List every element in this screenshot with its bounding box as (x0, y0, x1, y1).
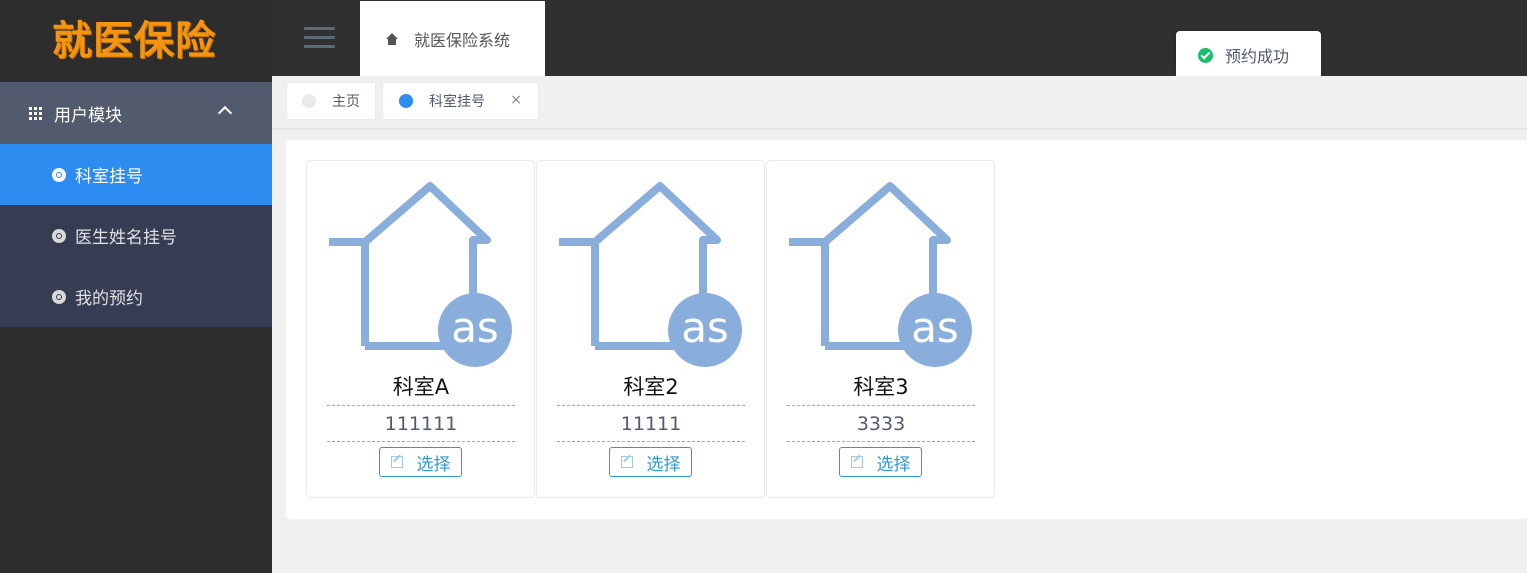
department-name: 科室A (327, 371, 515, 406)
aperture-icon (52, 167, 66, 182)
tab-home[interactable]: 主页 (286, 82, 376, 120)
sidebar-item-doctor-registration[interactable]: 医生姓名挂号 (0, 205, 272, 266)
select-button[interactable]: 选择 (379, 447, 462, 477)
tab-department-registration[interactable]: 科室挂号 × (382, 82, 539, 120)
check-circle-icon (1198, 47, 1213, 63)
department-name: 科室3 (787, 371, 975, 406)
tab-label: 主页 (332, 94, 360, 110)
submenu: 科室挂号 医生姓名挂号 我的预约 (0, 144, 272, 327)
sidebar-item-label: 科室挂号 (75, 167, 143, 187)
select-button-label: 选择 (646, 454, 681, 475)
department-card: as 科室A 111111 选择 (306, 160, 535, 498)
sidebar-item-department-registration[interactable]: 科室挂号 (0, 144, 272, 205)
tab-status-dot (302, 94, 316, 108)
department-card: as 科室2 11111 选择 (536, 160, 765, 498)
sidebar-item-label: 医生姓名挂号 (75, 228, 177, 248)
edit-icon (850, 456, 863, 468)
aperture-icon (52, 228, 66, 243)
sidebar: 就医保险 用户模块 科室挂号 医生姓名挂号 我的预约 (0, 0, 272, 573)
aperture-icon (52, 289, 66, 304)
menu-group-user-module[interactable]: 用户模块 (0, 82, 272, 144)
department-name: 科室2 (557, 371, 745, 406)
svg-text:as: as (451, 303, 499, 352)
department-card: as 科室3 3333 选择 (766, 160, 995, 498)
logo-text: 就医保险 (52, 18, 216, 64)
select-button[interactable]: 选择 (839, 447, 922, 477)
department-house-icon: as (329, 182, 512, 367)
toast-message: 预约成功 (1225, 47, 1290, 66)
menu-group-label: 用户模块 (54, 105, 122, 126)
header-home-link[interactable]: 就医保险系统 (360, 1, 545, 76)
department-code: 11111 (557, 407, 745, 442)
svg-text:as: as (681, 303, 729, 352)
sidebar-item-label: 我的预约 (75, 289, 143, 309)
sidebar-item-my-appointments[interactable]: 我的预约 (0, 266, 272, 327)
select-button-label: 选择 (416, 454, 451, 475)
hamburger-menu-icon[interactable] (304, 27, 335, 54)
department-code: 3333 (787, 407, 975, 442)
chevron-up-icon[interactable] (217, 105, 233, 121)
edit-icon (620, 456, 633, 468)
department-house-icon: as (559, 182, 742, 367)
edit-icon (390, 456, 403, 468)
department-house-icon: as (789, 182, 972, 367)
svg-text:as: as (911, 303, 959, 352)
tab-label: 科室挂号 (429, 94, 485, 110)
tabs-bar: 主页 科室挂号 × (272, 76, 1527, 130)
department-code: 111111 (327, 407, 515, 442)
top-header: 就医保险系统 (272, 0, 1527, 76)
home-icon (386, 32, 398, 45)
close-icon[interactable]: × (510, 92, 522, 108)
main-content: as 科室A 111111 选择 as 科室2 11111 选择 as (286, 140, 1527, 519)
tab-status-dot (399, 94, 413, 108)
logo: 就医保险 (0, 0, 272, 82)
success-toast: 预约成功 (1176, 31, 1321, 79)
select-button-label: 选择 (876, 454, 911, 475)
select-button[interactable]: 选择 (609, 447, 692, 477)
system-name: 就医保险系统 (414, 30, 511, 50)
grid-icon (29, 106, 42, 120)
